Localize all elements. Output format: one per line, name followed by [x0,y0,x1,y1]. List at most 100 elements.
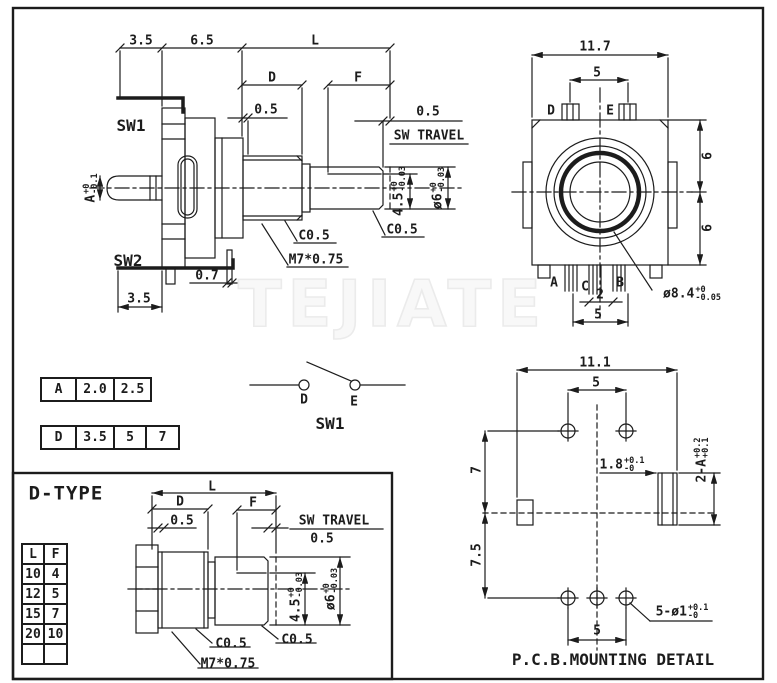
dt-thread: M7*0.75 [200,656,256,672]
sv-dim-D: D [268,70,276,86]
tol-base: 1.8 [599,457,623,473]
table-cell: 5 [43,583,68,605]
table-cell: 12 [21,583,45,605]
table-cell: D [40,425,77,450]
d-type-lf-table: L F 10 4 12 5 15 7 20 10 [21,543,68,665]
sv-dim-dia6: ø6+0-0.03 [429,166,447,210]
sv-dim-4-5: 4.5+0-0.03 [390,165,408,217]
sv-dim-0-5-step: 0.5 [254,102,278,118]
pcb-dim-2-a: 2-A+0.2+0.1 [693,438,711,483]
sv-dim-6-5: 6.5 [190,33,214,49]
pcb-detail-title: P.C.B.MOUNTING DETAIL [511,650,715,669]
side-view-geometry [89,96,463,285]
tol-lower: -0 [624,464,635,474]
dt-chamfer-shaft: C0.5 [281,632,313,648]
tol-base: 5-ø1 [655,604,687,620]
tol-base: 4.5 [391,192,407,217]
fv-dim-11-7: 11.7 [579,39,611,55]
dt-dim-L: L [208,479,216,495]
tol-base: 2-A [694,459,710,483]
fv-terminal-a: A [550,275,558,291]
table-cell: 20 [21,623,45,645]
fv-terminal-d: D [547,103,555,119]
watermark: TEJIATE [237,267,547,343]
table-d: D 3.5 5 7 [40,425,180,450]
sv-thread: M7*0.75 [288,252,344,268]
d-type-geometry [127,544,353,634]
pcb-detail-geometry [482,404,718,651]
table-cell: 5 [113,425,147,450]
tol-base: A [83,194,99,203]
fv-dim-6-lower: 6 [700,224,716,232]
tol-base: 4.5 [288,598,304,623]
sv-chamfer-bushing: C0.5 [298,228,330,244]
table-cell: 3.5 [75,425,115,450]
fv-dim-6-upper: 6 [700,152,716,160]
dt-dim-0-5-step: 0.5 [170,513,194,529]
tol-upper: +0.1 [687,603,709,613]
page-border [11,6,765,681]
tol-lower: -0.1 [90,173,100,194]
tol-lower: -0.03 [398,165,408,192]
tol-lower: -0.03 [330,567,340,594]
pcb-dim-11-1: 11.1 [579,355,611,371]
front-view-dimension-lines [531,51,707,327]
pcb-holes-callout: 5-ø1+0.1-0 [655,603,709,621]
sv-dim-3-5-top: 3.5 [129,33,153,49]
front-view-geometry [511,87,693,319]
table-cell: A [40,377,77,402]
sv-dim-F: F [354,70,362,86]
table-cell: L [21,543,45,565]
side-view-dimension-lines [96,43,469,313]
fv-dim-5-top: 5 [593,65,601,81]
fv-terminal-c: C [581,279,589,295]
dt-dim-4-5: 4.5+0-0.03 [287,571,305,623]
table-cell: 10 [43,623,68,645]
table-cell: 15 [21,603,45,625]
fv-dim-5-bottom: 5 [594,307,602,323]
tol-lower: -0.03 [437,166,447,193]
table-cell: 10 [21,563,45,585]
table-cell: 4 [43,563,68,585]
schematic-sw1-label: SW1 [315,414,345,433]
schematic-terminal-d: D [300,392,308,408]
fv-dia-8-4: ø8.4+0-0.05 [663,285,721,303]
tol-base: ø6 [323,594,339,611]
table-cell: F [43,543,68,565]
dt-dim-D: D [176,494,184,510]
fv-terminal-b: B [616,275,624,291]
table-cell [43,643,68,665]
table-cell: 7 [145,425,180,450]
tol-lower: -0.03 [295,571,305,598]
fv-dim-2: 2 [596,287,604,303]
dt-sw-travel-label: SW TRAVEL [298,513,370,529]
table-cell: 2.0 [75,377,115,402]
sv-dim-L: L [311,33,319,49]
sv-dim-3-5-bottom: 3.5 [127,291,151,307]
sv-dim-a: A+0-0.1 [82,173,100,203]
pcb-dim-7-5: 7.5 [469,543,485,567]
pcb-dim-5-top: 5 [592,375,600,391]
tol-lower: -0 [687,611,699,621]
schematic-terminal-e: E [350,394,358,410]
dt-sw-travel-value: 0.5 [310,531,334,547]
fv-terminal-e: E [606,103,614,119]
pcb-detail-dimension-lines [481,366,721,646]
table-cell: 7 [43,603,68,625]
sv-sw-travel-value: 0.5 [416,104,440,120]
pcb-dim-5-bottom: 5 [593,623,601,639]
dt-dim-dia6: ø6+0-0.03 [322,567,340,611]
dt-dim-F: F [249,495,257,511]
sv-sw1-label: SW1 [116,116,146,135]
tol-upper: +0 [695,285,706,295]
tol-upper: +0.1 [624,456,645,466]
tol-base: ø6 [430,193,446,210]
sv-sw2-label: SW2 [113,251,143,270]
sv-sw-travel-label: SW TRAVEL [393,128,465,144]
d-type-title: D-TYPE [28,482,104,505]
pcb-dim-1-8: 1.8+0.1-0 [599,456,645,474]
dt-chamfer-bushing: C0.5 [215,636,247,652]
table-cell [21,643,45,665]
